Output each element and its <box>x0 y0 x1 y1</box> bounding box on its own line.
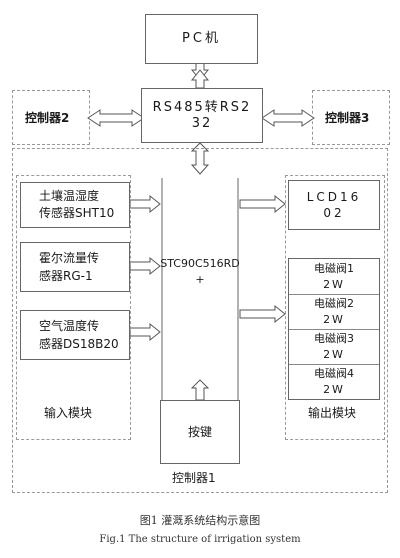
valve-power: 2W <box>323 277 345 291</box>
output-module-box <box>285 175 385 440</box>
converter-line2: 32 <box>191 115 213 131</box>
keys-label: 按键 <box>187 425 212 439</box>
valve-item: 电磁阀3 2W <box>289 329 379 365</box>
valve-item: 电磁阀1 2W <box>289 259 379 295</box>
controller3-arrow <box>261 109 315 127</box>
output-module-label: 输出模块 <box>308 406 357 420</box>
controller3-box <box>312 90 390 145</box>
mcu-block: STC90C516RD + <box>160 255 240 289</box>
input-sensor-line1: 霍尔流量传 <box>39 251 100 265</box>
input-sensor-flow: 霍尔流量传 感器RG-1 <box>20 242 130 292</box>
pc-label: PC机 <box>182 31 221 46</box>
valve-power: 2W <box>323 382 345 396</box>
controller3-label: 控制器3 <box>325 111 370 125</box>
input-sensor-soil: 土壤温湿度 传感器SHT10 <box>20 182 130 228</box>
valve-group: 电磁阀1 2W 电磁阀2 2W 电磁阀3 2W 电磁阀4 2W <box>288 258 380 400</box>
input-sensor-line1: 土壤温湿度 <box>39 189 100 203</box>
input-sensor-line2: 传感器SHT10 <box>39 206 115 220</box>
input-module-label: 输入模块 <box>44 406 93 420</box>
pc-converter-arrow <box>190 62 210 89</box>
valve-power: 2W <box>323 312 345 326</box>
pc-box: PC机 <box>145 14 258 64</box>
input-arrows <box>129 194 161 342</box>
controller1-arrow <box>190 142 210 175</box>
valve-power: 2W <box>323 347 345 361</box>
converter-line1: RS485转RS2 <box>152 99 252 115</box>
input-sensor-air: 空气温度传 感器DS18B20 <box>20 310 130 360</box>
input-sensor-line2: 感器DS18B20 <box>39 337 119 351</box>
mcu-line2: + <box>195 273 205 286</box>
controller1-box <box>12 148 388 493</box>
controller2-arrow <box>87 109 145 127</box>
controller1-label: 控制器1 <box>172 471 216 485</box>
input-sensor-line1: 空气温度传 <box>39 319 100 333</box>
mcu-line1: STC90C516RD <box>160 257 240 270</box>
lcd-box: LCD16 02 <box>288 180 380 230</box>
valve-item: 电磁阀2 2W <box>289 294 379 330</box>
lcd-line1: LCD16 <box>306 190 362 204</box>
input-sensor-line2: 感器RG-1 <box>39 269 93 283</box>
caption-cn: 图1 灌溉系统结构示意图 <box>139 514 261 527</box>
valve-name: 电磁阀4 <box>314 366 354 380</box>
caption-en: Fig.1 The structure of irrigation system <box>99 534 301 545</box>
valve-name: 电磁阀2 <box>314 296 354 310</box>
input-module-box <box>16 175 131 440</box>
keys-box: 按键 <box>160 400 240 464</box>
lcd-line2: 02 <box>323 206 345 220</box>
valve-item: 电磁阀4 2W <box>289 364 379 399</box>
controller2-box <box>12 90 90 145</box>
converter-box: RS485转RS2 32 <box>141 88 263 143</box>
controller2-label: 控制器2 <box>25 111 70 125</box>
valve-name: 电磁阀3 <box>314 331 354 345</box>
valve-name: 电磁阀1 <box>314 261 354 275</box>
output-arrows <box>239 194 286 324</box>
